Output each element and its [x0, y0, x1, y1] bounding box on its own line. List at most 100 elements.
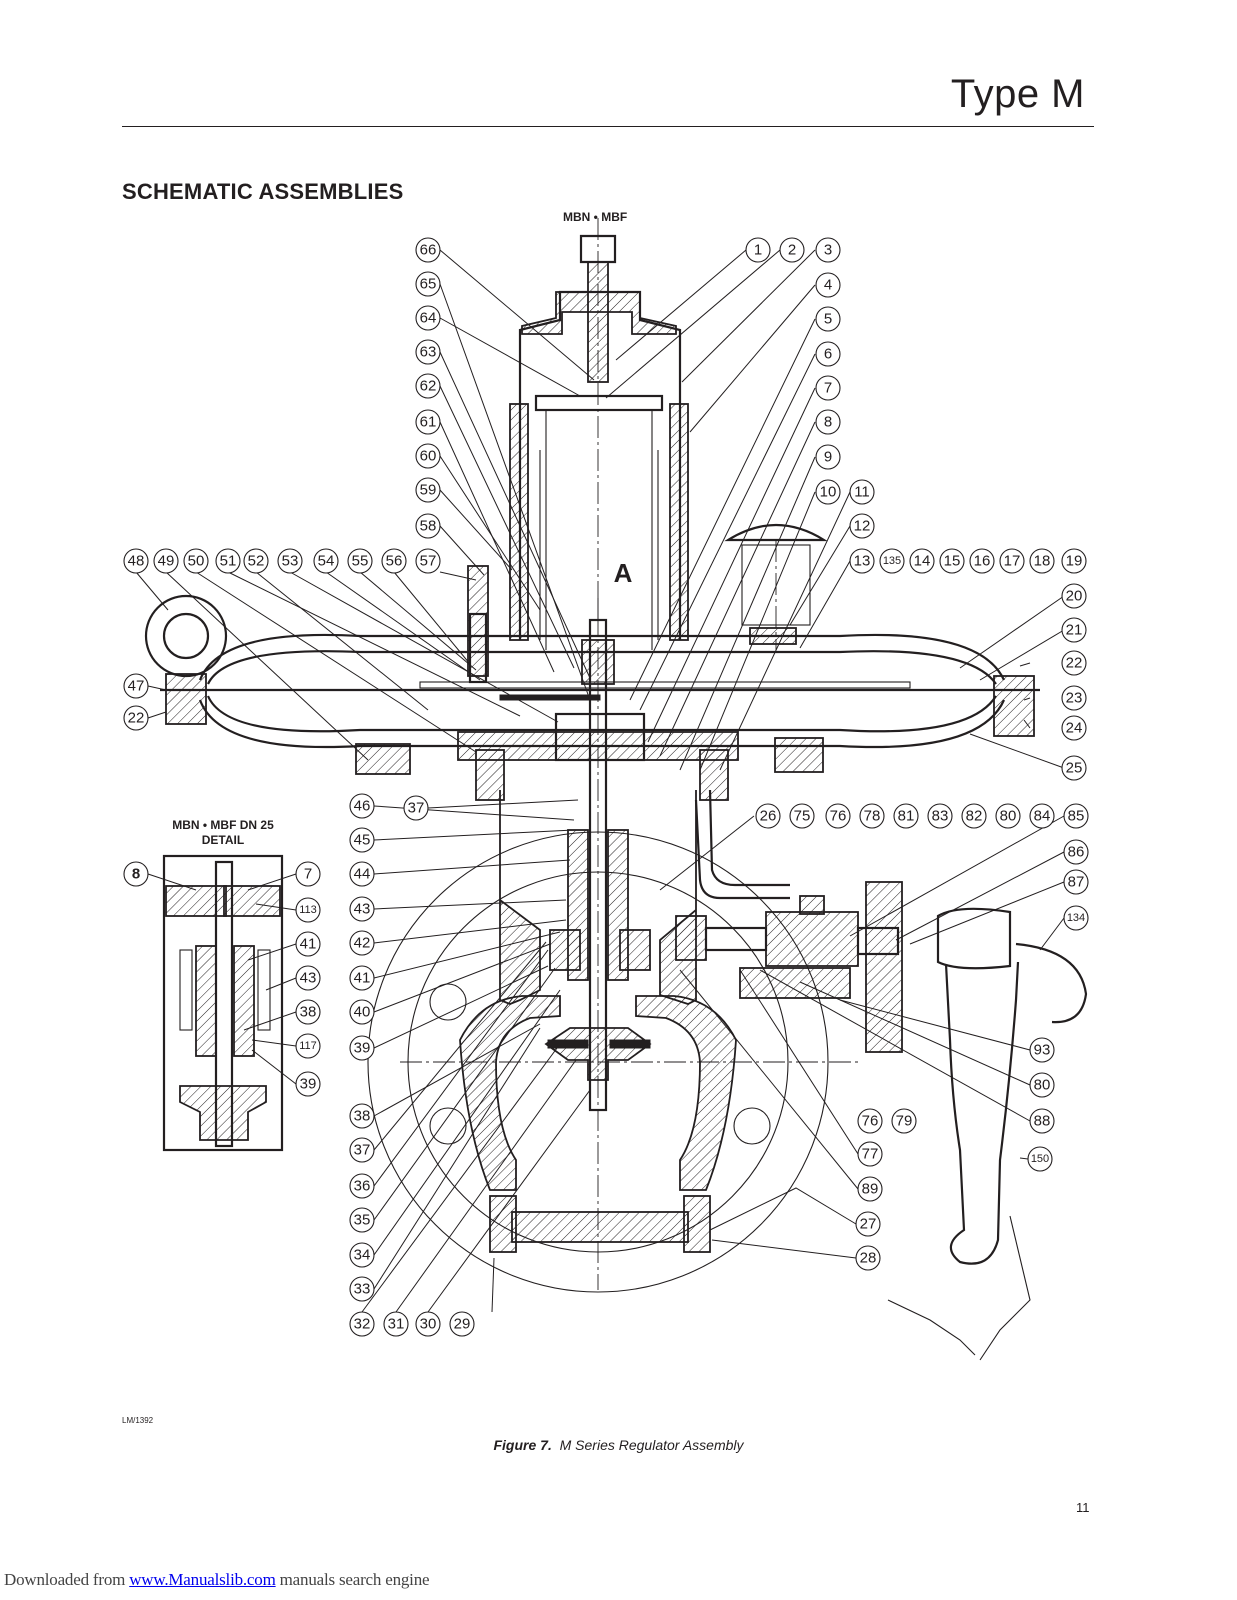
manualslib-link[interactable]: www.Manualslib.com — [129, 1570, 276, 1589]
callout-label: 8 — [132, 866, 140, 883]
lifting-eye — [144, 594, 1035, 737]
callout-label: 33 — [354, 1281, 371, 1298]
callout-label: 50 — [188, 553, 205, 570]
callout-label: 80 — [1034, 1077, 1051, 1094]
callout-label: 53 — [282, 553, 299, 570]
callout-label: 113 — [299, 904, 317, 916]
callout-label: 84 — [1034, 808, 1051, 825]
callout-label: 93 — [1034, 1042, 1051, 1059]
download-footer: Downloaded from www.Manualslib.com manua… — [4, 1570, 430, 1590]
callout-label: 78 — [864, 808, 881, 825]
callout-label: 24 — [1066, 720, 1083, 737]
lower-body — [367, 831, 829, 1293]
callout-label: 1 — [754, 242, 762, 259]
callout-label: 77 — [862, 1146, 879, 1163]
callout-label: 41 — [354, 970, 371, 987]
callout-label: 22 — [1066, 655, 1083, 672]
callout-label: 62 — [420, 378, 437, 395]
handwheel-assembly — [675, 881, 1088, 1361]
callout-label: 65 — [420, 276, 437, 293]
callouts-detail: 8 7 113 41 43 38 117 39 — [123, 861, 321, 1097]
callout-label: 76 — [862, 1113, 879, 1130]
detail-caption-line1: MBN • MBF DN 25 — [172, 818, 274, 832]
spring-case — [509, 234, 689, 650]
leader-lines — [135, 249, 1065, 1313]
callout-label: 5 — [824, 311, 832, 328]
callout-label: 32 — [354, 1316, 371, 1333]
callout-label: 43 — [354, 901, 371, 918]
callout-label: 37 — [354, 1142, 371, 1159]
callout-label: 75 — [794, 808, 811, 825]
callout-label: 6 — [824, 346, 832, 363]
callout-label: 85 — [1068, 808, 1085, 825]
drawing-id: LM/1392 — [122, 1416, 154, 1425]
callout-label: 8 — [824, 414, 832, 431]
valve-stem — [544, 618, 652, 1112]
callout-label: 44 — [354, 866, 371, 883]
page-number: 11 — [1076, 1500, 1090, 1515]
callout-label: 47 — [128, 678, 145, 695]
callout-label: 30 — [420, 1316, 437, 1333]
callout-label: 134 — [1067, 912, 1085, 924]
callout-label: 11 — [854, 484, 870, 501]
callout-label: 29 — [454, 1316, 471, 1333]
section-marker-a: A — [614, 558, 633, 588]
detail-view — [162, 854, 284, 1152]
callout-label: 117 — [299, 1040, 317, 1052]
callout-label: 39 — [354, 1040, 371, 1057]
callout-label: 23 — [1066, 690, 1083, 707]
callout-label: 15 — [944, 553, 961, 570]
callout-label: 36 — [354, 1178, 371, 1195]
callout-label: 14 — [914, 553, 931, 570]
callout-label: 21 — [1066, 622, 1083, 639]
callout-label: 16 — [974, 553, 991, 570]
callout-label: 86 — [1068, 844, 1085, 861]
callout-label: 83 — [932, 808, 949, 825]
callout-label: 7 — [304, 866, 312, 883]
callout-label: 135 — [883, 555, 901, 567]
footer-suffix: manuals search engine — [275, 1570, 430, 1589]
figure-number: Figure 7. — [493, 1437, 552, 1453]
callout-label: 26 — [760, 808, 777, 825]
callout-label: 52 — [248, 553, 265, 570]
callout-label: 42 — [354, 935, 371, 952]
callout-label: 63 — [420, 344, 437, 361]
callout-label: 35 — [354, 1212, 371, 1229]
callout-label: 19 — [1066, 553, 1083, 570]
callout-label: 82 — [966, 808, 983, 825]
callout-label: 80 — [1000, 808, 1017, 825]
callout-label: 59 — [420, 482, 437, 499]
footer-prefix: Downloaded from — [4, 1570, 130, 1589]
callout-label: 58 — [420, 518, 437, 535]
callout-label: 20 — [1066, 588, 1083, 605]
callout-label: 56 — [386, 553, 403, 570]
callout-label: 12 — [854, 518, 871, 535]
section-title: SCHEMATIC ASSEMBLIES — [122, 179, 404, 204]
detail-caption: MBN • MBF DN 25 DETAIL — [160, 818, 286, 848]
header-rule — [122, 126, 1094, 127]
callout-label: 38 — [354, 1108, 371, 1125]
callout-label: 54 — [318, 553, 335, 570]
figure-model-label: MBN • MBF — [563, 210, 628, 224]
callout-label: 79 — [896, 1113, 913, 1130]
callout-label: 38 — [300, 1004, 317, 1021]
callout-label: 57 — [420, 553, 437, 570]
callout-label: 87 — [1068, 874, 1085, 891]
callout-label: 76 — [830, 808, 847, 825]
callout-label: 10 — [820, 484, 837, 501]
callout-label: 64 — [420, 310, 437, 327]
callouts-main: 1 2 3 4 5 6 7 8 9 10 11 12 13 135 14 15 … — [123, 237, 1089, 1337]
callout-label: 46 — [354, 798, 371, 815]
callout-label: 27 — [860, 1216, 877, 1233]
detail-caption-line2: DETAIL — [201, 833, 245, 847]
callout-label: 4 — [824, 277, 832, 294]
callout-label: 37 — [408, 800, 425, 817]
callout-label: 22 — [128, 710, 145, 727]
callout-label: 55 — [352, 553, 369, 570]
callout-label: 60 — [420, 448, 437, 465]
callout-label: 2 — [788, 242, 796, 259]
callout-label: 34 — [354, 1247, 371, 1264]
callout-label: 89 — [862, 1181, 879, 1198]
callout-label: 31 — [388, 1316, 405, 1333]
